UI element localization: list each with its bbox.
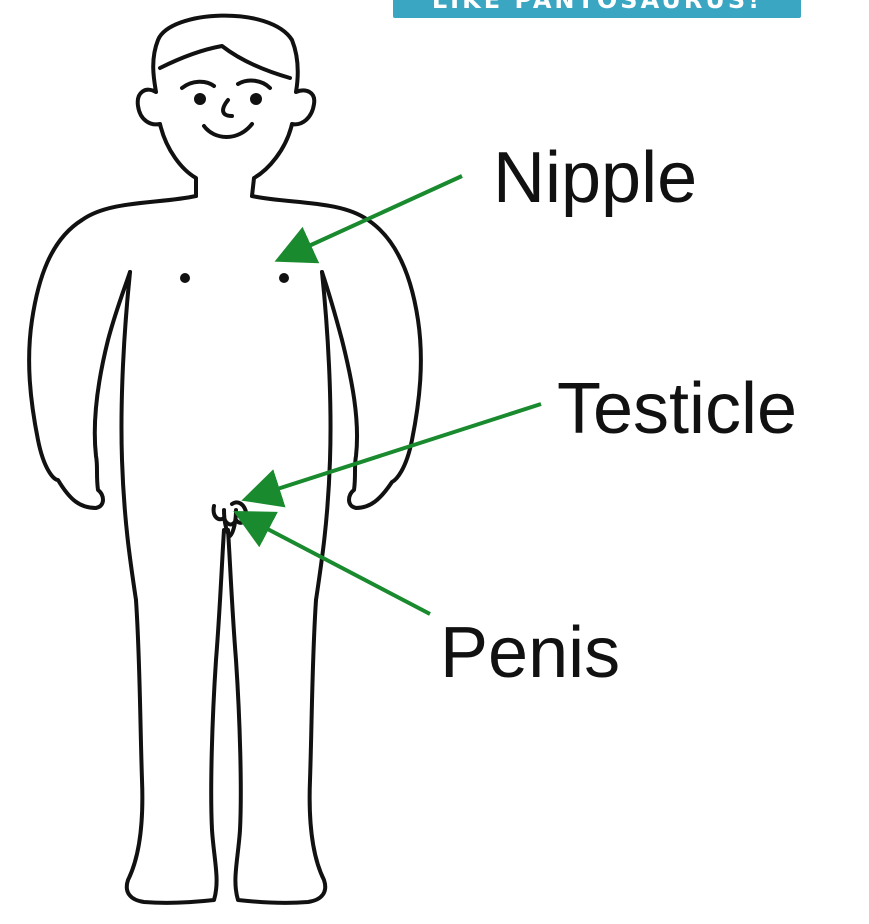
- penis-label: Penis: [440, 617, 620, 689]
- eyebrow-right: [238, 81, 270, 88]
- genital-outline: [214, 502, 247, 524]
- penis-arrow: [258, 524, 430, 614]
- nose: [223, 100, 232, 116]
- eyebrow-left: [182, 82, 214, 88]
- testicle-arrow: [268, 404, 541, 492]
- right-arm-outline: [252, 196, 421, 508]
- nipple-label: Nipple: [493, 142, 697, 214]
- right-leg: [228, 530, 325, 903]
- left-arm-outline: [29, 196, 196, 508]
- nipple-right-dot: [279, 273, 289, 283]
- mouth: [204, 124, 252, 137]
- testicle-label: Testicle: [557, 373, 797, 445]
- nipple-left-dot: [180, 273, 190, 283]
- torso-right: [316, 272, 331, 600]
- torso-left: [121, 272, 136, 600]
- eye-right: [250, 93, 262, 105]
- nipple-arrow: [300, 176, 462, 250]
- left-leg: [127, 530, 224, 903]
- eye-left: [194, 93, 206, 105]
- hair-outline: [160, 46, 290, 78]
